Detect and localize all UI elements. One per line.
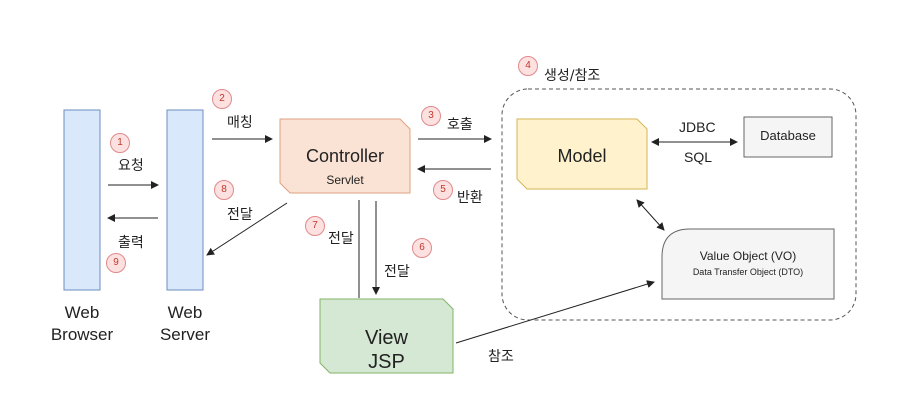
label-request: 요청 [118,158,144,174]
web-server-label: Web Server [145,302,225,346]
model-title: Model [557,146,607,166]
controller-title: Controller [305,146,385,166]
step-badge-6: 6 [412,238,432,258]
controller-subtitle: Servlet [326,173,364,187]
arrow-deliver-8 [206,202,288,256]
label-reference: 참조 [488,349,514,365]
web-server-label-line2: Server [159,325,211,344]
vo-box [661,228,835,300]
model-area-boundary [501,88,857,321]
step-badge-1: 1 [110,133,130,153]
database-label: Database [760,128,816,143]
label-sql: SQL [684,149,713,165]
step-badge-8: 8 [214,180,234,200]
web-browser-label-line2: Browser [50,325,114,344]
vo-title: Value Object (VO) [699,249,797,263]
vo-subtitle: Data Transfer Object (DTO) [692,267,804,277]
web-server-label-line1: Web [167,303,203,322]
label-deliver-7: 전달 [328,231,354,247]
arrow-reference [455,280,655,344]
step-badge-9: 9 [106,253,126,273]
label-jdbc: JDBC [679,119,716,135]
arrow-model-vo [636,199,665,231]
controller-box [279,118,411,194]
view-box [319,298,454,374]
view-label-line1: View [365,327,408,349]
web-browser-label-line1: Web [64,303,100,322]
view-label: View JSP [320,326,453,374]
web-browser-bar [63,109,101,291]
model-box [516,118,648,190]
label-return: 반환 [457,190,483,206]
label-output: 출력 [118,235,144,251]
step-badge-3: 3 [421,106,441,126]
label-deliver-8: 전달 [227,207,253,223]
label-mapping: 매칭 [227,115,253,131]
web-server-bar [166,109,204,291]
web-browser-label: Web Browser [42,302,122,346]
view-label-line2: JSP [368,351,405,373]
database-box [743,116,833,158]
label-call: 호출 [447,117,473,133]
step-badge-7: 7 [305,216,325,236]
step-badge-4: 4 [518,56,538,76]
label-create-ref: 생성/참조 [544,68,601,84]
label-deliver-6: 전달 [384,264,410,280]
step-badge-5: 5 [433,180,453,200]
step-badge-2: 2 [212,89,232,109]
